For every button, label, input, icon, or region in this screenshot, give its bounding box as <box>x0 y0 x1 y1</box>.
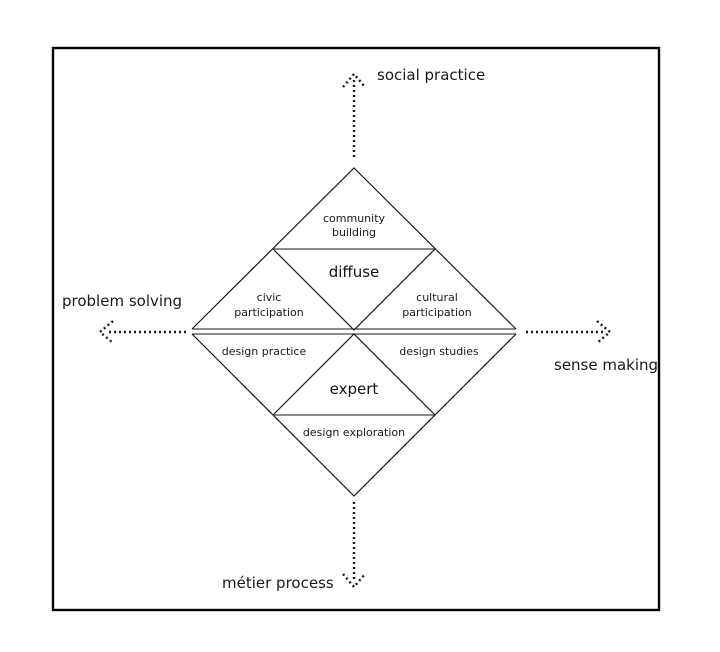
lower-half <box>191 333 517 497</box>
lower-outline <box>191 333 517 497</box>
upper-half <box>191 167 517 331</box>
center-label-diffuse: diffuse <box>329 263 380 281</box>
axis-label-left: problem solving <box>62 292 182 310</box>
region-label-bottom: design exploration <box>303 426 405 439</box>
region-label-upper-left-line2: participation <box>234 306 304 319</box>
axis-right-arrowhead <box>596 320 612 344</box>
axis-label-right: sense making <box>554 356 658 374</box>
diffuse-triangle <box>272 248 436 331</box>
upper-outline <box>191 167 517 330</box>
region-label-lower-left: design practice <box>222 345 307 358</box>
axis-label-bottom: métier process <box>222 574 334 592</box>
region-label-upper-left-line1: civic <box>257 291 282 304</box>
expert-triangle <box>272 333 436 416</box>
axis-bottom-arrowhead <box>342 573 366 589</box>
axis-left-arrowhead <box>98 320 114 344</box>
region-label-upper-right-line1: cultural <box>416 291 458 304</box>
axis-top-arrowhead <box>342 72 366 88</box>
outer-frame <box>51 46 661 612</box>
region-label-top-line1: community <box>323 212 386 225</box>
region-label-lower-right: design studies <box>399 345 479 358</box>
region-label-upper-right-line2: participation <box>402 306 472 319</box>
center-label-expert: expert <box>330 380 379 398</box>
axis-label-top: social practice <box>377 66 485 84</box>
region-label-top-line2: building <box>332 226 376 239</box>
